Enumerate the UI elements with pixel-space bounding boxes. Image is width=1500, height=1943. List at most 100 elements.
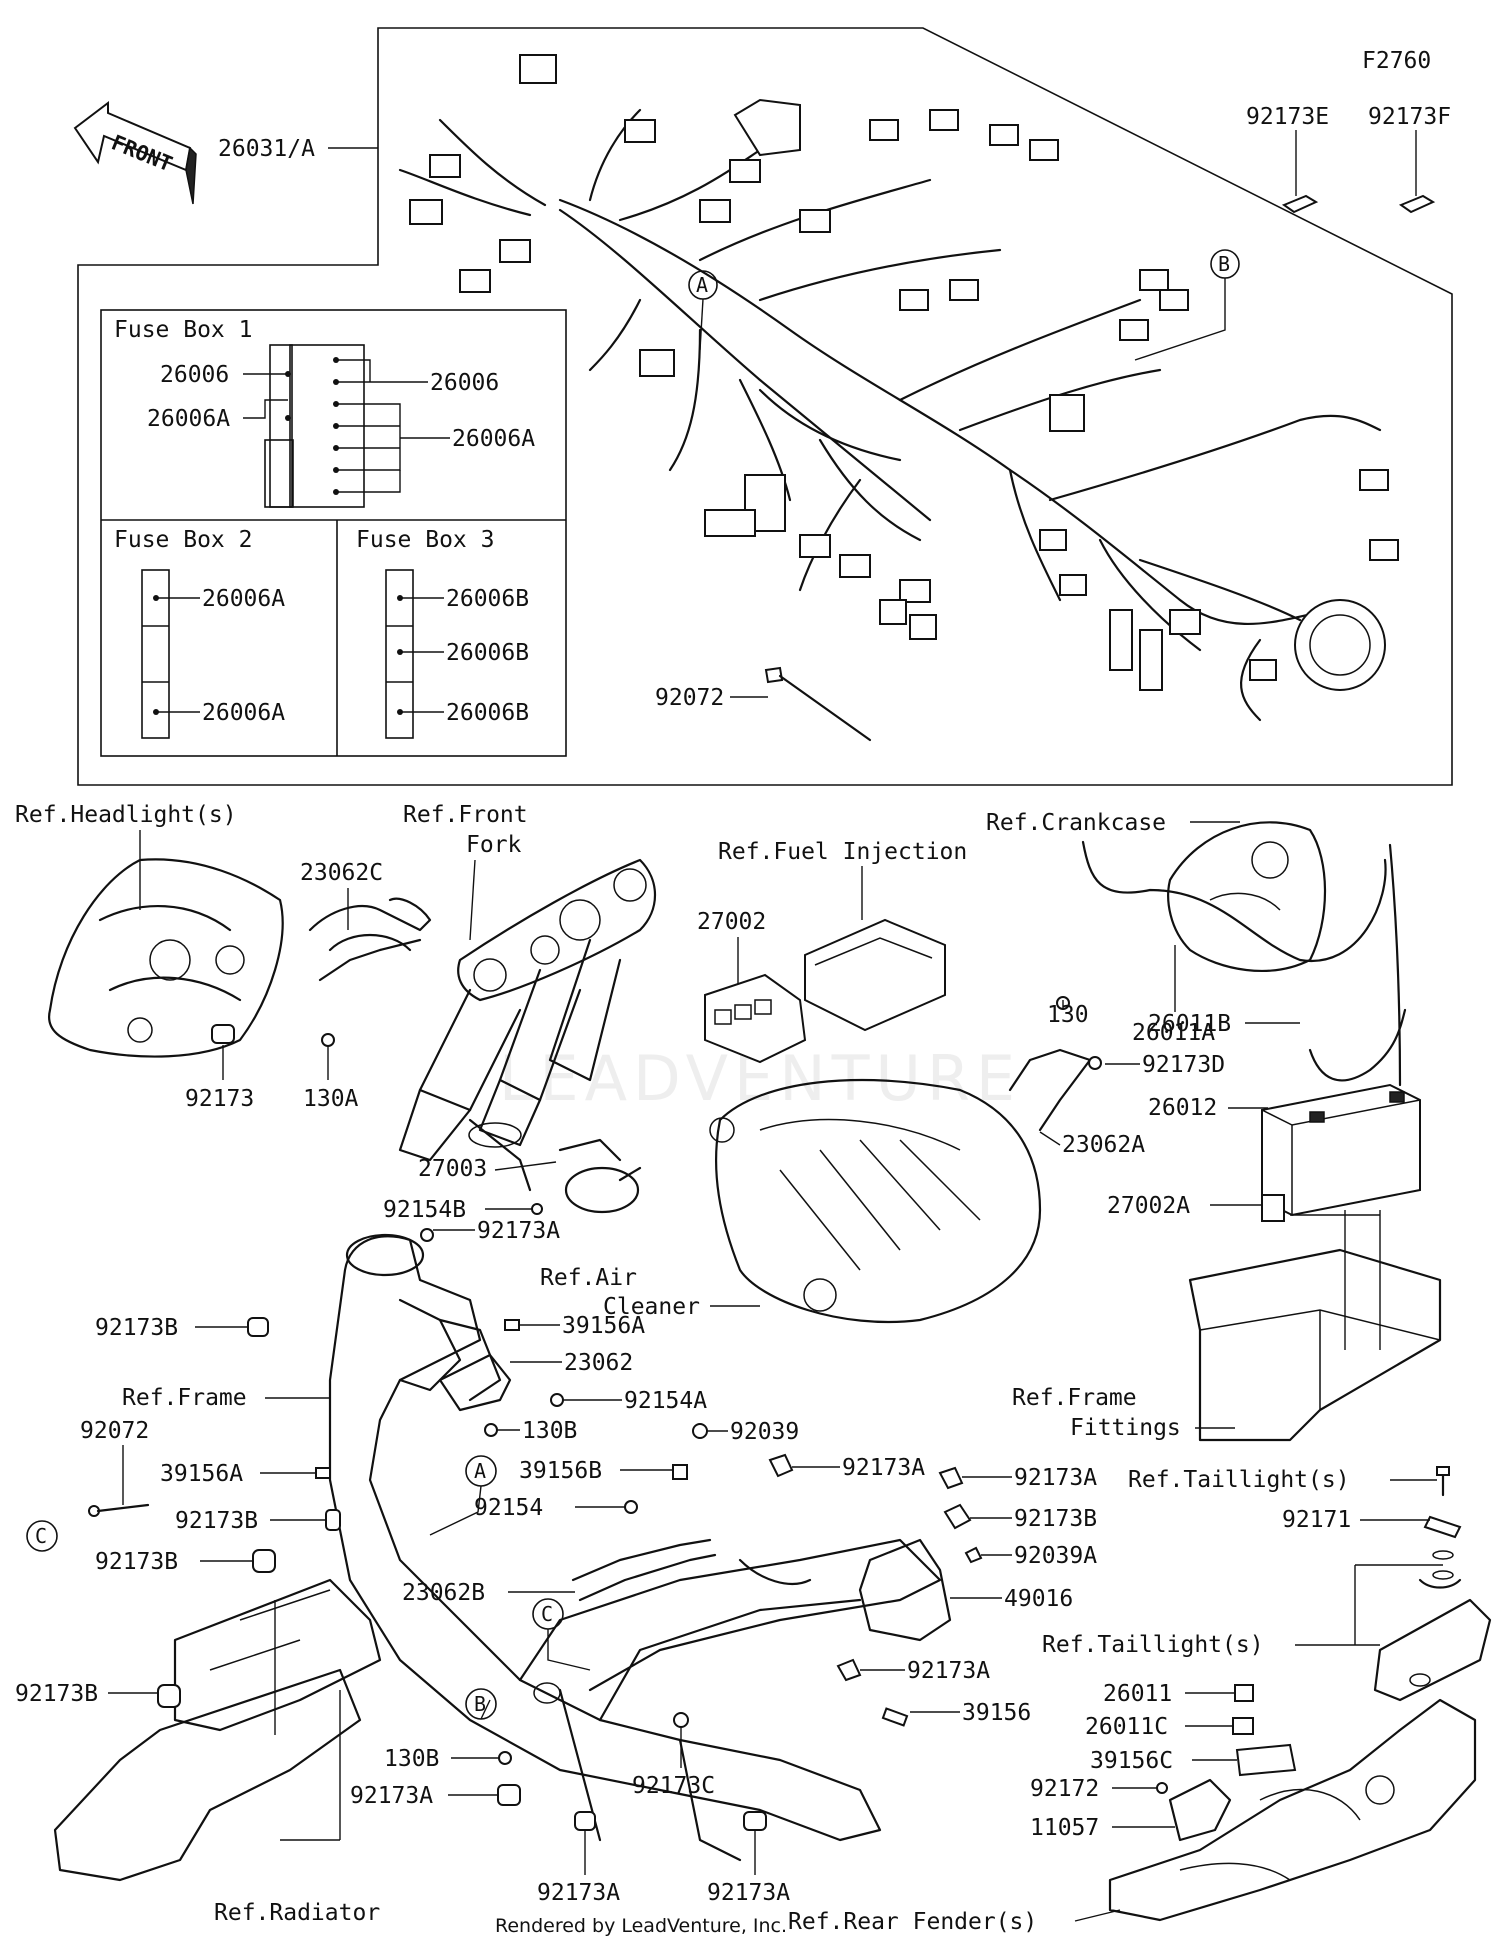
front-arrow-icon: FRONT — [73, 100, 197, 205]
label-130A: 130A — [303, 1086, 359, 1112]
clip-92173A-e — [497, 1784, 521, 1806]
label-92072-top: 92072 — [655, 685, 724, 711]
label-92154: 92154 — [474, 1495, 543, 1521]
label-27003: 27003 — [418, 1156, 487, 1182]
front-fork-drawing — [398, 858, 657, 1192]
label-92173C: 92173C — [632, 1773, 715, 1799]
clip-92173B-d — [252, 1549, 276, 1573]
label-11057: 11057 — [1030, 1815, 1099, 1841]
label-130B-a: 130B — [522, 1418, 577, 1444]
label-23062B: 23062B — [402, 1580, 485, 1606]
label-49016: 49016 — [1004, 1586, 1073, 1612]
clip-92173C — [673, 1712, 689, 1728]
callout-A-top: A — [688, 270, 718, 351]
fuse-2-label-b: 26006A — [202, 700, 285, 726]
nut-92154B — [531, 1203, 543, 1215]
wiring-harness-drawing — [398, 54, 1399, 722]
crankcase-drawing — [1167, 821, 1327, 972]
label-harness: 26031/A — [218, 136, 315, 162]
bracket-11057 — [1168, 1778, 1232, 1842]
figure-code: F2760 — [1362, 48, 1431, 74]
bracket-23062C — [308, 888, 432, 1080]
svg-text:A: A — [474, 1459, 486, 1483]
connector-26011C — [1232, 1717, 1254, 1735]
label-92173A-b: 92173A — [842, 1455, 925, 1481]
ref-frame-fittings-2: Fittings — [1070, 1415, 1181, 1441]
label-26011: 26011 — [1103, 1681, 1172, 1707]
callout-B-frame: B — [465, 1688, 497, 1720]
fuse-3-label-b: 26006B — [446, 640, 529, 666]
tie-92072-lower — [88, 1445, 150, 1517]
label-92173B-e: 92173B — [15, 1681, 98, 1707]
harness-panel — [77, 27, 1453, 786]
ref-fuel-injection: Ref.Fuel Injection — [718, 839, 967, 865]
label-92173B-a: 92173B — [95, 1315, 178, 1341]
label-26011B: 26011B — [1148, 1011, 1231, 1037]
fuse-box-panel: Fuse Box 1 26006 26006 26006A 2 — [100, 309, 567, 757]
clamp-39156A-b — [315, 1467, 331, 1479]
label-92173A-g: 92173A — [707, 1880, 790, 1906]
fuse-3-label-c: 26006B — [446, 700, 529, 726]
ref-crankcase: Ref.Crankcase — [986, 810, 1166, 836]
label-26012: 26012 — [1148, 1095, 1217, 1121]
strap-92173E — [1281, 130, 1319, 214]
plate-92171 — [1354, 1515, 1462, 1645]
clip-92173B-a — [247, 1317, 269, 1337]
label-39156C: 39156C — [1090, 1748, 1173, 1774]
label-92171: 92171 — [1282, 1507, 1351, 1533]
tie-92072-top — [730, 666, 872, 742]
svg-text:A: A — [696, 273, 708, 297]
ref-taillight-2: Ref.Taillight(s) — [1042, 1632, 1264, 1658]
fuse-1-label-c: 26006A — [147, 406, 230, 432]
fuse-1-label-b: 26006 — [430, 370, 499, 396]
label-39156A-a: 39156A — [562, 1313, 645, 1339]
label-92039A: 92039A — [1014, 1543, 1097, 1569]
label-92172: 92172 — [1030, 1776, 1099, 1802]
fuse-box-1-title: Fuse Box 1 — [114, 317, 252, 343]
frame-drawing — [328, 1233, 942, 1862]
label-27002A: 27002A — [1107, 1193, 1190, 1219]
label-92173A-f: 92173A — [537, 1880, 620, 1906]
nut-92154A — [550, 1393, 564, 1407]
clamp-39156B — [672, 1464, 688, 1480]
ref-frame: Ref.Frame — [122, 1385, 247, 1411]
footer-credit: Rendered by LeadVenture, Inc. — [495, 1915, 787, 1937]
ref-frame-fittings-1: Ref.Frame — [1012, 1385, 1137, 1411]
nut-92154 — [624, 1500, 638, 1514]
fuse-1-label-d: 26006A — [452, 426, 535, 452]
callout-A-frame: A — [429, 1455, 497, 1536]
fuel-injection-module — [804, 918, 946, 1032]
ref-air-cleaner-1: Ref.Air — [540, 1265, 637, 1291]
callout-B-top: B — [1134, 249, 1240, 361]
label-92173B-c: 92173B — [1014, 1506, 1097, 1532]
label-92039: 92039 — [730, 1419, 799, 1445]
svg-text:B: B — [474, 1692, 486, 1716]
label-92173A-e: 92173A — [350, 1783, 433, 1809]
clamp-39156C — [1235, 1743, 1297, 1777]
screw-92172 — [1156, 1782, 1168, 1794]
label-39156: 39156 — [962, 1700, 1031, 1726]
clip-92173A-f — [574, 1811, 596, 1831]
ref-radiator: Ref.Radiator — [214, 1900, 380, 1926]
label-92072-lower: 92072 — [80, 1418, 149, 1444]
fuse-box-3-title: Fuse Box 3 — [356, 527, 494, 553]
cable-26011A — [1081, 840, 1387, 963]
svg-text:C: C — [541, 1602, 553, 1626]
bolt-taillight — [1390, 1466, 1450, 1497]
callout-C-frame: C — [532, 1598, 591, 1671]
label-92173B-b: 92173B — [175, 1508, 258, 1534]
ref-front-fork-2: Fork — [466, 832, 522, 858]
label-92154B: 92154B — [383, 1197, 466, 1223]
label-23062: 23062 — [564, 1350, 633, 1376]
bracket-23062A — [1008, 1048, 1102, 1132]
label-92173E: 92173E — [1246, 104, 1329, 130]
clip-92173A-g — [743, 1811, 767, 1831]
fuse-1-label-a: 26006 — [160, 362, 229, 388]
bracket-23062 — [438, 1353, 512, 1412]
fuse-box-2-drawing — [141, 569, 200, 739]
air-cleaner-drawing — [709, 1078, 1042, 1324]
ref-taillight-1: Ref.Taillight(s) — [1128, 1467, 1350, 1493]
fuse-3-label-a: 26006B — [446, 586, 529, 612]
ref-rear-fender: Ref.Rear Fender(s) — [788, 1909, 1037, 1935]
